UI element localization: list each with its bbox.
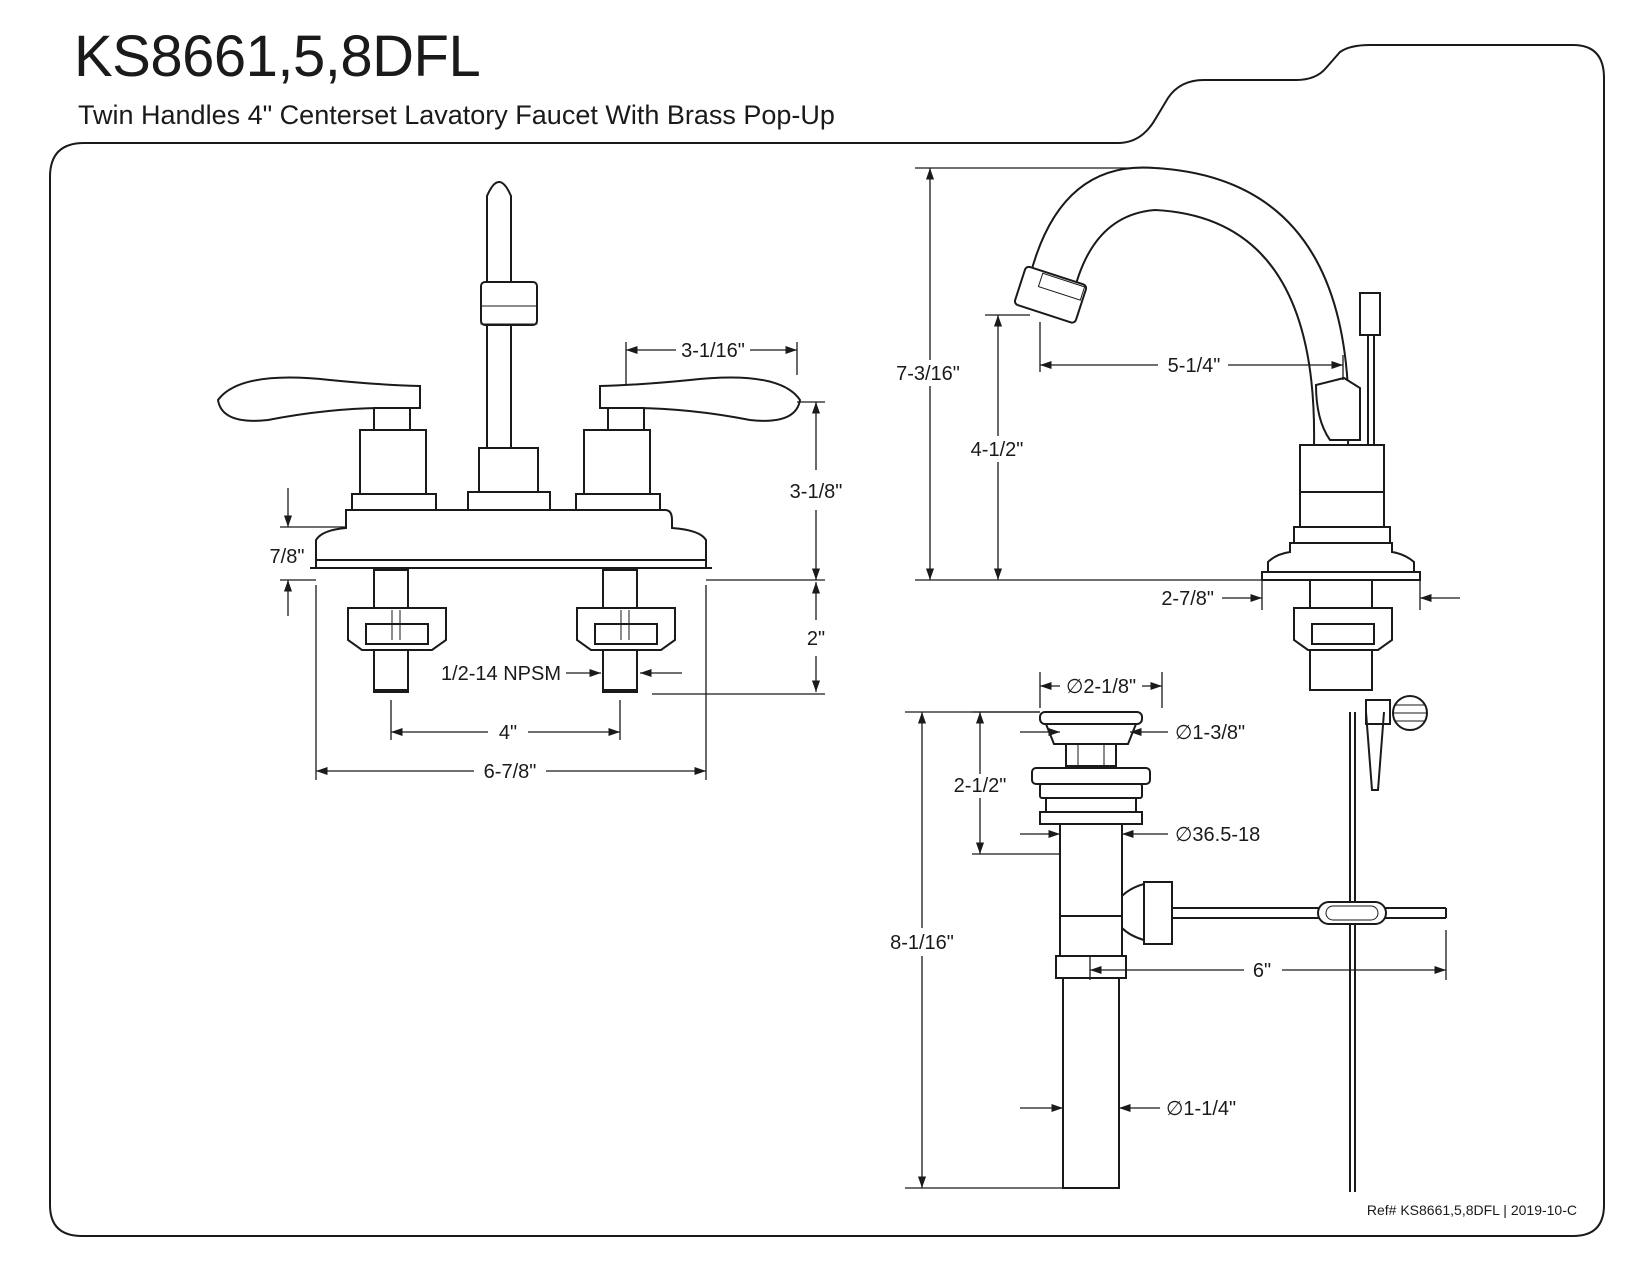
tail-piece xyxy=(1062,977,1120,1189)
dim-handle-height: 3-1/8" xyxy=(790,481,843,503)
drain-body-thread xyxy=(1059,823,1123,917)
dim-base-height: 7/8" xyxy=(270,546,305,568)
right-handle xyxy=(599,376,802,422)
dim-spout-reach: 5-1/4" xyxy=(1168,355,1221,377)
dim-handle-spacing: 3-1/16" xyxy=(681,340,745,362)
spout-arc xyxy=(1029,166,1350,446)
side-handle xyxy=(1314,376,1361,441)
side-view xyxy=(1013,166,1428,1192)
cap-stem xyxy=(1065,743,1117,767)
dim-shank-length: 2" xyxy=(807,628,825,650)
pop-up-knob xyxy=(1359,292,1381,336)
dim-rod-length: 6" xyxy=(1253,960,1271,982)
reference-number: Ref# KS8661,5,8DFL | 2019-10-C xyxy=(1366,1202,1577,1218)
dim-thread: 1/2-14 NPSM xyxy=(441,663,561,685)
dim-tail-dia: ∅1-1/4" xyxy=(1166,1098,1236,1120)
drain-view xyxy=(1031,711,1447,1189)
dim-overall-height: 7-3/16" xyxy=(896,363,960,385)
lift-clamp xyxy=(1365,699,1391,725)
dim-base-depth: 2-7/8" xyxy=(1161,588,1214,610)
base-plate xyxy=(315,509,707,561)
front-view xyxy=(216,181,802,693)
page-subtitle: Twin Handles 4" Centerset Lavatory Fauce… xyxy=(78,100,835,130)
spout-aerator xyxy=(480,281,538,326)
side-aerator xyxy=(1013,265,1088,324)
sheet-border xyxy=(49,44,1605,1237)
dim-thread-length: 2-1/2" xyxy=(954,775,1007,797)
drain-coupling xyxy=(1055,955,1127,979)
center-body xyxy=(478,447,539,493)
dim-thread-spec: ∅36.5-18 xyxy=(1175,824,1260,846)
dim-spout-height: 4-1/2" xyxy=(971,439,1024,461)
dim-cap-dia: ∅1-3/8" xyxy=(1175,722,1245,744)
dim-overall-length: 8-1/16" xyxy=(890,932,954,954)
rod-clip xyxy=(1317,901,1387,925)
pivot-nut xyxy=(1143,881,1173,945)
side-view-dimensions: 7-3/16" 4-1/2" 5-1/4" 2-7/8" xyxy=(895,167,1460,610)
drain-cap xyxy=(1039,711,1143,725)
dim-base-width: 6-7/8" xyxy=(484,761,537,783)
dim-center: 4" xyxy=(499,722,517,744)
page-title: KS8661,5,8DFL xyxy=(74,24,481,89)
drain-view-dimensions: ∅2-1/8" ∅1-3/8" 2-1/2" ∅36.5-18 8-1/16" … xyxy=(890,672,1447,1189)
left-handle xyxy=(216,376,421,422)
dim-flange-dia: ∅2-1/8" xyxy=(1066,676,1136,698)
drain-flange xyxy=(1031,767,1151,785)
front-view-dimensions: 3-1/16" 3-1/8" 7/8" 2" 1/2-14 NPSM 4" xyxy=(270,340,843,783)
